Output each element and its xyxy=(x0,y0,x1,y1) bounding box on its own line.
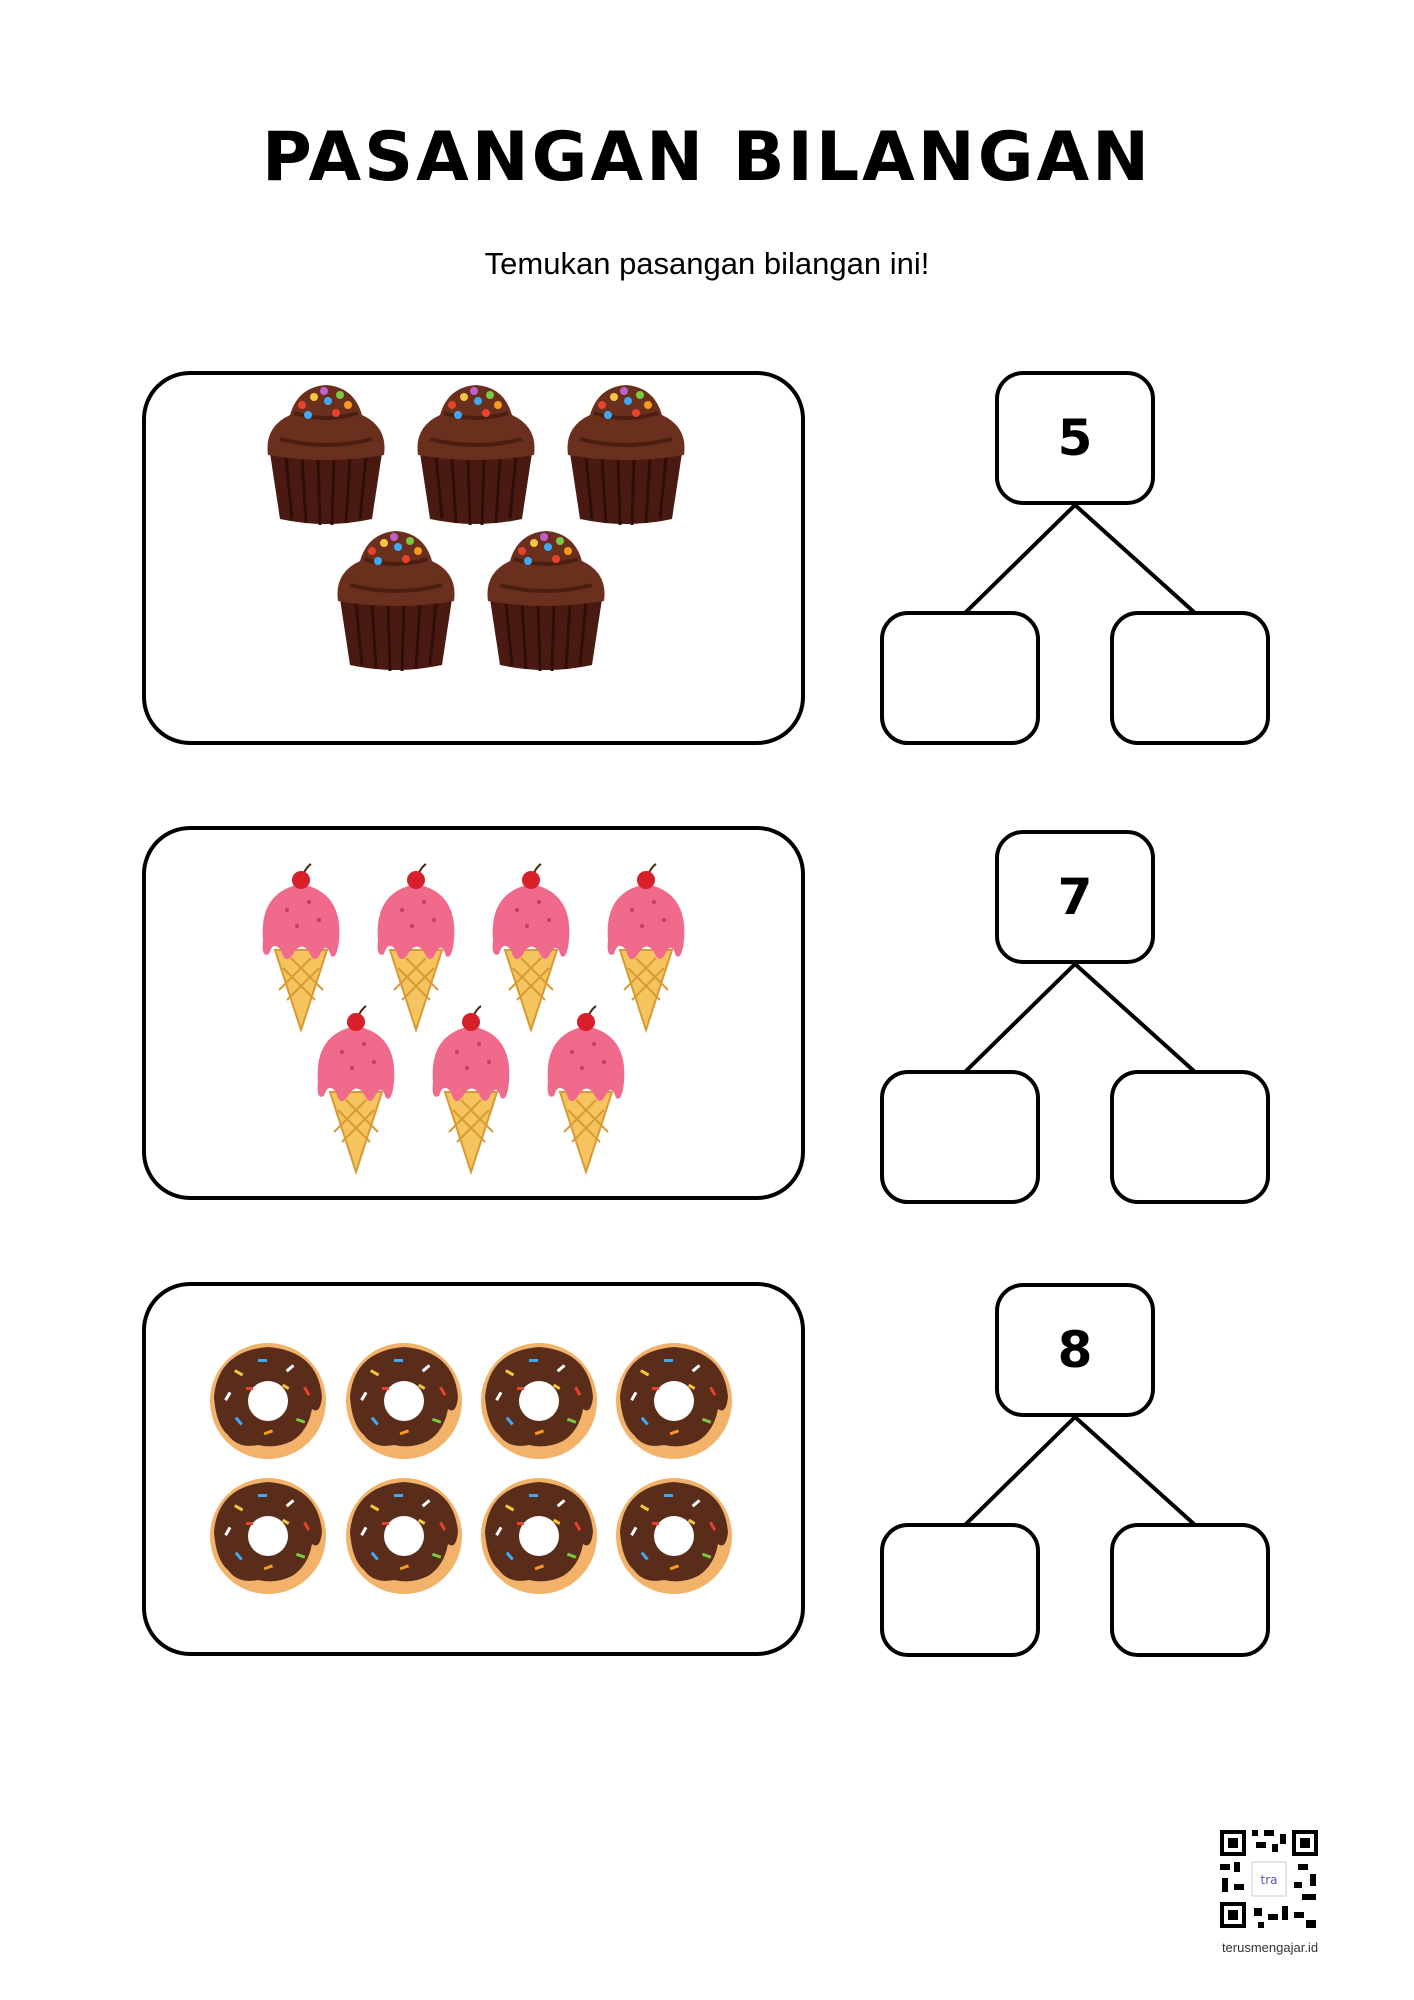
qr-code-icon[interactable]: tra xyxy=(1218,1828,1320,1930)
website-label: terusmengajar.id xyxy=(1221,1940,1319,1955)
cupcake-icon xyxy=(265,383,387,527)
ice-cream-icon xyxy=(546,1005,626,1173)
donut-icon xyxy=(481,1478,597,1594)
donut-icon xyxy=(481,1343,597,1459)
ice-cream-picture-panel xyxy=(142,826,805,1200)
part-answer-box-left[interactable] xyxy=(880,1070,1040,1204)
cupcake-icon xyxy=(415,383,537,527)
donut-icon xyxy=(210,1478,326,1594)
donut-icon xyxy=(346,1478,462,1594)
part-answer-box-right[interactable] xyxy=(1110,1070,1270,1204)
whole-number-box: 7 xyxy=(995,830,1155,964)
cupcake-picture-panel xyxy=(142,371,805,745)
donut-picture-panel xyxy=(142,1282,805,1656)
qr-center-label: tra xyxy=(1261,1873,1278,1887)
ice-cream-icon xyxy=(261,863,341,1031)
ice-cream-icon xyxy=(491,863,571,1031)
page-title: PASANGAN BILANGAN xyxy=(261,118,1153,197)
number-bond-5: 5 xyxy=(880,371,1280,749)
ice-cream-icon xyxy=(376,863,456,1031)
donut-icon xyxy=(346,1343,462,1459)
whole-number-box: 5 xyxy=(995,371,1155,505)
part-answer-box-left[interactable] xyxy=(880,1523,1040,1657)
donut-icon xyxy=(210,1343,326,1459)
ice-cream-icon xyxy=(316,1005,396,1173)
part-answer-box-right[interactable] xyxy=(1110,611,1270,745)
cupcake-icon xyxy=(335,529,457,673)
ice-cream-icon xyxy=(431,1005,511,1173)
ice-cream-icon xyxy=(606,863,686,1031)
part-answer-box-left[interactable] xyxy=(880,611,1040,745)
donut-icon xyxy=(616,1478,732,1594)
cupcake-icon xyxy=(485,529,607,673)
number-bond-8: 8 xyxy=(880,1283,1280,1661)
cupcake-icon xyxy=(565,383,687,527)
number-bond-7: 7 xyxy=(880,830,1280,1208)
page-subtitle: Temukan pasangan bilangan ini! xyxy=(484,246,930,281)
whole-number-box: 8 xyxy=(995,1283,1155,1417)
part-answer-box-right[interactable] xyxy=(1110,1523,1270,1657)
donut-icon xyxy=(616,1343,732,1459)
